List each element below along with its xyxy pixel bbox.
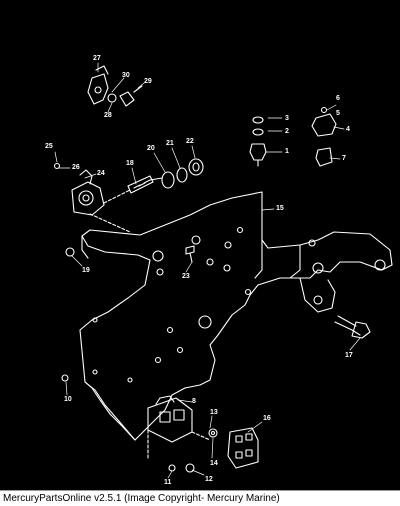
callout-29: 29 bbox=[144, 78, 152, 85]
callout-15: 15 bbox=[276, 205, 284, 212]
sensor-parts bbox=[249, 106, 337, 167]
callout-24: 24 bbox=[97, 170, 105, 177]
callout-19: 19 bbox=[82, 267, 90, 274]
footer-text: MercuryPartsOnline v2.5.1 (Image Copyrig… bbox=[3, 493, 280, 504]
callout-17: 17 bbox=[345, 352, 353, 359]
callout-7: 7 bbox=[342, 155, 346, 162]
callout-21: 21 bbox=[166, 140, 174, 147]
callout-5: 5 bbox=[336, 110, 340, 117]
solenoid-assembly bbox=[71, 169, 131, 233]
lower-switch bbox=[147, 395, 218, 473]
callout-18: 18 bbox=[126, 160, 134, 167]
callout-22: 22 bbox=[186, 138, 194, 145]
top-bracket-cluster bbox=[87, 65, 143, 107]
leader-lines bbox=[54, 62, 361, 479]
callout-4: 4 bbox=[346, 126, 350, 133]
exploded-view-drawing bbox=[53, 62, 393, 479]
callout-27: 27 bbox=[93, 55, 101, 62]
callout-25: 25 bbox=[45, 143, 53, 150]
callout-3: 3 bbox=[285, 115, 289, 122]
mounting-plate bbox=[79, 191, 393, 441]
callout-20: 20 bbox=[147, 145, 155, 152]
callout-2: 2 bbox=[285, 128, 289, 135]
callout-1: 1 bbox=[285, 148, 289, 155]
callout-14: 14 bbox=[210, 460, 218, 467]
callout-6: 6 bbox=[336, 95, 340, 102]
callout-26: 26 bbox=[72, 164, 80, 171]
callout-11: 11 bbox=[164, 479, 172, 486]
callout-23: 23 bbox=[182, 273, 190, 280]
fasteners bbox=[53, 162, 195, 382]
connector-block bbox=[227, 427, 259, 469]
callout-10: 10 bbox=[64, 396, 72, 403]
callout-8: 8 bbox=[192, 398, 196, 405]
callout-12: 12 bbox=[205, 476, 213, 483]
callout-13: 13 bbox=[210, 409, 218, 416]
lower-bracket bbox=[299, 277, 371, 339]
callout-30: 30 bbox=[122, 72, 130, 79]
parts-diagram: 1 2 3 4 5 6 7 8 10 11 12 13 14 15 16 17 … bbox=[45, 55, 393, 486]
switch-hardware bbox=[127, 158, 204, 194]
callout-28: 28 bbox=[104, 112, 112, 119]
callout-16: 16 bbox=[263, 415, 271, 422]
copyright-footer: MercuryPartsOnline v2.5.1 (Image Copyrig… bbox=[0, 490, 400, 506]
